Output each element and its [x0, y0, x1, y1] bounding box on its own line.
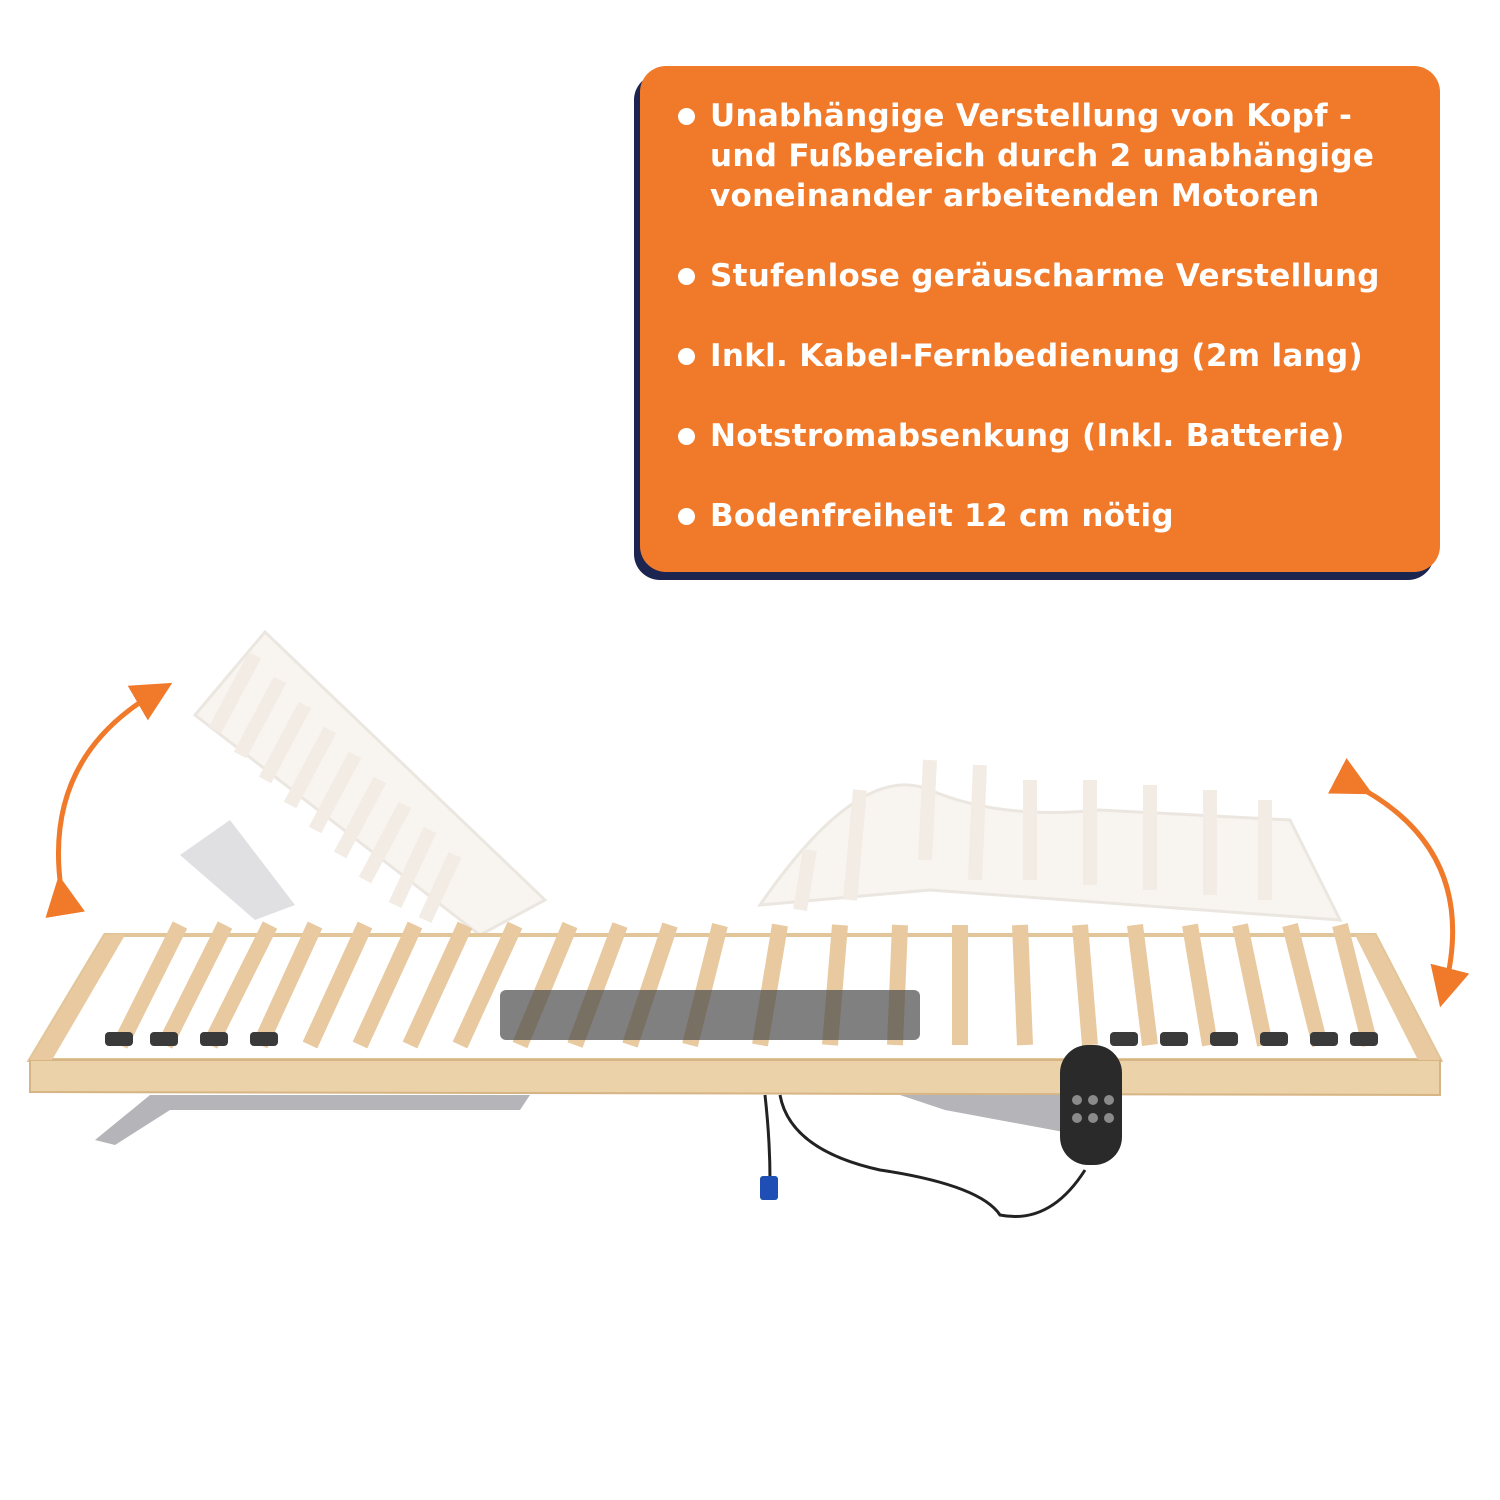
power-plug-icon: [760, 1176, 778, 1200]
metal-legs: [95, 1095, 1120, 1145]
feature-text: Notstromabsenkung (Inkl. Batterie): [710, 418, 1345, 454]
feature-text: Unabhängige Verstellung von Kopf - und F…: [710, 98, 1375, 214]
feature-text: Bodenfreiheit 12 cm nötig: [710, 498, 1174, 534]
remote-cable: [778, 1094, 1087, 1218]
bullet-icon: [678, 428, 695, 445]
feature-item-stepless-quiet: Stufenlose geräuscharme Verstellung: [678, 256, 1410, 296]
bullet-icon: [678, 348, 695, 365]
power-cable: [763, 1094, 772, 1181]
foot-adjust-arrow-icon: [1328, 758, 1470, 1008]
raised-foot-section: [756, 759, 1343, 922]
feature-text: Inkl. Kabel-Fernbedienung (2m lang): [710, 338, 1363, 374]
bullet-icon: [678, 268, 695, 285]
bullet-icon: [678, 508, 695, 525]
feature-text: Stufenlose geräuscharme Verstellung: [710, 258, 1380, 294]
feature-item-ground-clearance: Bodenfreiheit 12 cm nötig: [678, 496, 1410, 536]
motor-unit: [500, 990, 920, 1040]
flat-bed-frame: [26, 921, 1444, 1097]
slatted-bed-frame-illustration: [26, 629, 1470, 1218]
feature-list: Unabhängige Verstellung von Kopf - und F…: [678, 96, 1410, 576]
raised-head-section: [180, 629, 548, 937]
bullet-icon: [678, 108, 695, 125]
feature-item-emergency-lowering: Notstromabsenkung (Inkl. Batterie): [678, 416, 1410, 456]
head-adjust-arrow-icon: [45, 682, 173, 918]
remote-control-icon: [1060, 1045, 1122, 1165]
feature-item-independent-adjustment: Unabhängige Verstellung von Kopf - und F…: [678, 96, 1410, 216]
feature-item-cable-remote: Inkl. Kabel-Fernbedienung (2m lang): [678, 336, 1410, 376]
feature-box: Unabhängige Verstellung von Kopf - und F…: [640, 66, 1440, 572]
